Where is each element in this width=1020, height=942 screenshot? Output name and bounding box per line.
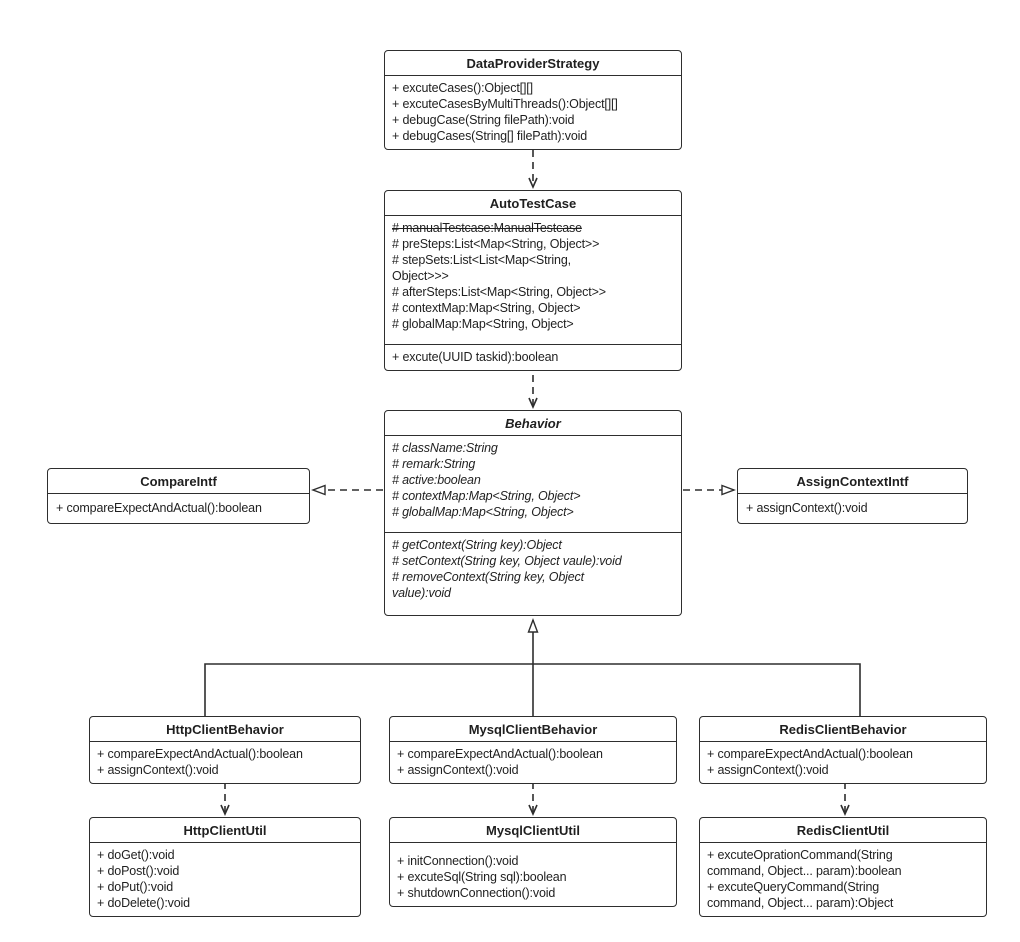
class-member: value):void xyxy=(392,586,451,600)
class-box-autotestcase: AutoTestCase # manualTestcase:ManualTest… xyxy=(384,190,682,371)
class-member: # setContext(String key, Object vaule):v… xyxy=(392,554,622,568)
class-methods: + initConnection():void + excuteSql(Strin… xyxy=(390,842,676,906)
class-methods: + compareExpectAndActual():boolean xyxy=(48,493,309,523)
class-attributes: # manualTestcase:ManualTestcase # preStep… xyxy=(385,215,681,344)
class-member: # manualTestcase:ManualTestcase xyxy=(392,221,582,235)
class-title: RedisClientUtil xyxy=(796,823,890,838)
class-box-assigncontextintf: AssignContextIntf + assignContext():void xyxy=(737,468,968,524)
class-box-httpclientutil: HttpClientUtil + doGet():void + doPost():… xyxy=(89,817,361,917)
class-member: + debugCase(String filePath):void xyxy=(392,113,575,127)
class-title: Behavior xyxy=(505,416,561,431)
class-member: command, Object... param):Object xyxy=(707,896,894,910)
class-member: # stepSets:List<List<Map<String, xyxy=(392,253,571,267)
class-member: + doPost():void xyxy=(97,864,180,878)
class-methods: + assignContext():void xyxy=(738,493,967,523)
class-member: + assignContext():void xyxy=(707,763,829,777)
class-title: MysqlClientBehavior xyxy=(468,722,598,737)
class-member: + compareExpectAndActual():boolean xyxy=(56,501,262,515)
class-member: # globalMap:Map<String, Object> xyxy=(392,317,574,331)
class-member: + compareExpectAndActual():boolean xyxy=(97,747,303,761)
class-member: + doPut():void xyxy=(97,880,174,894)
class-member: # afterSteps:List<Map<String, Object>> xyxy=(392,285,606,299)
class-methods: + compareExpectAndActual():boolean + assi… xyxy=(700,741,986,783)
class-title: HttpClientBehavior xyxy=(166,722,284,737)
class-attributes: # className:String # remark:String # activ… xyxy=(385,435,681,532)
class-member: # contextMap:Map<String, Object> xyxy=(392,489,581,503)
class-member: + assignContext():void xyxy=(746,501,868,515)
class-title: CompareIntf xyxy=(140,474,217,489)
class-member: + assignContext():void xyxy=(97,763,219,777)
class-box-redisclientutil: RedisClientUtil + excuteOprationCommand(… xyxy=(699,817,987,917)
class-methods: + compareExpectAndActual():boolean + assi… xyxy=(90,741,360,783)
class-member: # className:String xyxy=(392,441,498,455)
class-member: # active:boolean xyxy=(392,473,481,487)
class-box-behavior: Behavior # className:String # remark:Stri… xyxy=(384,410,682,616)
class-member: + excute(UUID taskid):boolean xyxy=(392,350,559,364)
class-methods: + compareExpectAndActual():boolean + assi… xyxy=(390,741,676,783)
class-member: # remark:String xyxy=(392,457,476,471)
class-member: Object>>> xyxy=(392,269,449,283)
class-member: + excuteCases():Object[][] xyxy=(392,81,533,95)
class-member: + excuteQueryCommand(String xyxy=(707,880,880,894)
class-title: DataProviderStrategy xyxy=(466,56,600,71)
class-box-compareintf: CompareIntf + compareExpectAndActual():b… xyxy=(47,468,310,524)
class-member: + compareExpectAndActual():boolean xyxy=(397,747,603,761)
class-member: + shutdownConnection():void xyxy=(397,886,556,900)
class-member: + excuteCasesByMultiThreads():Object[][] xyxy=(392,97,618,111)
class-member: + assignContext():void xyxy=(397,763,519,777)
class-member: + initConnection():void xyxy=(397,854,519,868)
class-box-redisclientbehavior: RedisClientBehavior + compareExpectAndAc… xyxy=(699,716,987,784)
class-member: # getContext(String key):Object xyxy=(392,538,562,552)
class-methods: # getContext(String key):Object # setCont… xyxy=(385,532,681,615)
class-box-mysqlclientutil: MysqlClientUtil + initConnection():void+… xyxy=(389,817,677,907)
class-box-httpclientbehavior: HttpClientBehavior + compareExpectAndAct… xyxy=(89,716,361,784)
class-member: # preSteps:List<Map<String, Object>> xyxy=(392,237,600,251)
class-title: HttpClientUtil xyxy=(183,823,267,838)
class-member: # contextMap:Map<String, Object> xyxy=(392,301,581,315)
class-box-dataproviderstrategy: DataProviderStrategy + excuteCases():Obj… xyxy=(384,50,682,150)
class-methods: + excute(UUID taskid):boolean xyxy=(385,344,681,370)
class-box-mysqlclientbehavior: MysqlClientBehavior + compareExpectAndAc… xyxy=(389,716,677,784)
class-member: # globalMap:Map<String, Object> xyxy=(392,505,574,519)
class-member: + compareExpectAndActual():boolean xyxy=(707,747,913,761)
class-methods: + excuteOprationCommand(String command, O… xyxy=(700,842,986,916)
class-member: # removeContext(String key, Object xyxy=(392,570,584,584)
class-member: + doDelete():void xyxy=(97,896,190,910)
class-member: + excuteOprationCommand(String xyxy=(707,848,893,862)
class-member: + doGet():void xyxy=(97,848,175,862)
class-member: command, Object... param):boolean xyxy=(707,864,902,878)
class-title: AssignContextIntf xyxy=(796,474,909,489)
class-title: AutoTestCase xyxy=(489,196,577,211)
class-member: + excuteSql(String sql):boolean xyxy=(397,870,567,884)
class-member: + debugCases(String[] filePath):void xyxy=(392,129,588,143)
class-title: RedisClientBehavior xyxy=(779,722,907,737)
class-title: MysqlClientUtil xyxy=(486,823,580,838)
class-methods: + excuteCases():Object[][] + excuteCasesB… xyxy=(385,75,681,149)
class-methods: + doGet():void + doPost():void + doPut():v… xyxy=(90,842,360,916)
